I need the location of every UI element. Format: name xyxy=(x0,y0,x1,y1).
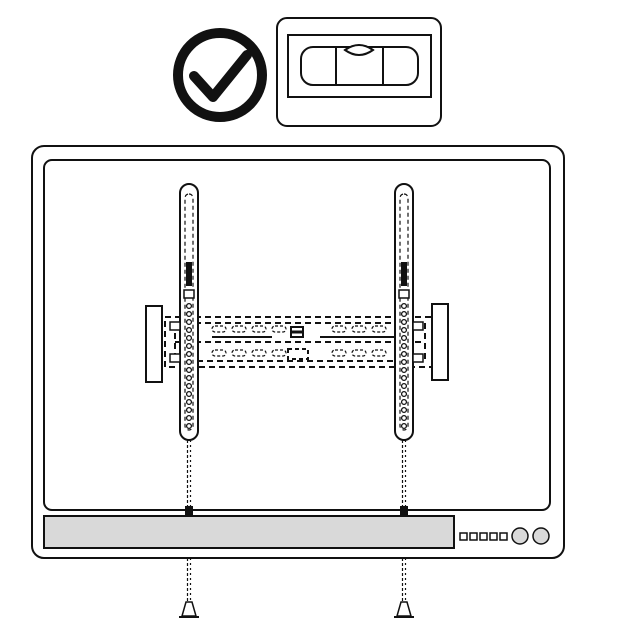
arm-side-tab xyxy=(412,321,424,331)
arm-hole xyxy=(185,326,193,334)
arm-hole xyxy=(400,342,408,350)
bubble-level-icon xyxy=(276,17,442,127)
tv-outline xyxy=(31,145,565,559)
arm-inner-slot xyxy=(399,193,409,431)
tv-button-square xyxy=(469,532,478,541)
arm-hole xyxy=(185,374,193,382)
arm-side-tab xyxy=(169,353,181,363)
arm-hole xyxy=(400,326,408,334)
arm-hole xyxy=(400,398,408,406)
tv-button-square xyxy=(479,532,488,541)
tv-button-round xyxy=(511,527,529,545)
arm-clip xyxy=(398,289,410,299)
arm-hole xyxy=(400,374,408,382)
arm-hole xyxy=(185,302,193,310)
arm-hole xyxy=(185,390,193,398)
plate-center-slot xyxy=(287,348,309,360)
arm-clip xyxy=(183,289,195,299)
check-circle-icon xyxy=(173,28,267,122)
plate-slot xyxy=(331,325,347,333)
plate-slot xyxy=(231,325,247,333)
plate-slot xyxy=(251,349,267,357)
plate-slots xyxy=(211,325,387,357)
arm-hole xyxy=(400,366,408,374)
plate-slot xyxy=(271,325,287,333)
plate-slot xyxy=(211,325,227,333)
support-cable-right xyxy=(394,440,414,618)
mount-arm-right xyxy=(394,183,424,441)
plate-right-hook xyxy=(431,303,449,381)
arm-hole xyxy=(185,350,193,358)
arm-side-tab xyxy=(412,353,424,363)
arm-hole xyxy=(185,318,193,326)
mount-arms xyxy=(169,183,424,441)
arm-hole xyxy=(400,310,408,318)
arm-hole xyxy=(400,302,408,310)
plate-slot xyxy=(351,349,367,357)
arm-hole xyxy=(185,342,193,350)
plate-left-hook xyxy=(145,305,163,383)
arm-hole xyxy=(400,422,408,430)
arm-hole xyxy=(400,358,408,366)
cable-connector xyxy=(400,506,408,516)
tv-button-round xyxy=(532,527,550,545)
arm-hole xyxy=(400,318,408,326)
arm-hole xyxy=(185,358,193,366)
cable-connector xyxy=(185,506,193,516)
arm-inner-slot xyxy=(184,193,194,431)
arm-hole xyxy=(185,422,193,430)
arm-hole xyxy=(185,334,193,342)
arm-hole xyxy=(400,334,408,342)
plate-slot xyxy=(331,349,347,357)
tv-button-square xyxy=(459,532,468,541)
arm-hole xyxy=(185,414,193,422)
support-cables xyxy=(179,440,414,618)
support-cable-left xyxy=(179,440,199,618)
tv-bottom-panel xyxy=(43,515,455,549)
tv-button-square xyxy=(499,532,508,541)
arm-hole xyxy=(400,390,408,398)
arm-adjuster xyxy=(186,262,192,286)
plate-slot xyxy=(271,349,287,357)
tv-button-square xyxy=(489,532,498,541)
arm-hole xyxy=(185,406,193,414)
arm-hole xyxy=(400,406,408,414)
arm-hole xyxy=(185,310,193,318)
mount-arm-left xyxy=(169,183,199,441)
plate-slot xyxy=(351,325,367,333)
arm-hole xyxy=(185,398,193,406)
arm-hole xyxy=(400,350,408,358)
wall-anchor-icon xyxy=(396,601,412,617)
arm-hole xyxy=(185,366,193,374)
plate-slot xyxy=(251,325,267,333)
wall-plate xyxy=(145,303,449,383)
arm-hole xyxy=(185,382,193,390)
arm-hole xyxy=(400,414,408,422)
plate-slot xyxy=(371,349,387,357)
plate-slot xyxy=(371,325,387,333)
wall-anchor-icon xyxy=(181,601,197,617)
plate-slot xyxy=(231,349,247,357)
arm-adjuster xyxy=(401,262,407,286)
arm-side-tab xyxy=(169,321,181,331)
tv-buttons xyxy=(459,527,550,545)
arm-hole xyxy=(400,382,408,390)
plate-slot xyxy=(211,349,227,357)
